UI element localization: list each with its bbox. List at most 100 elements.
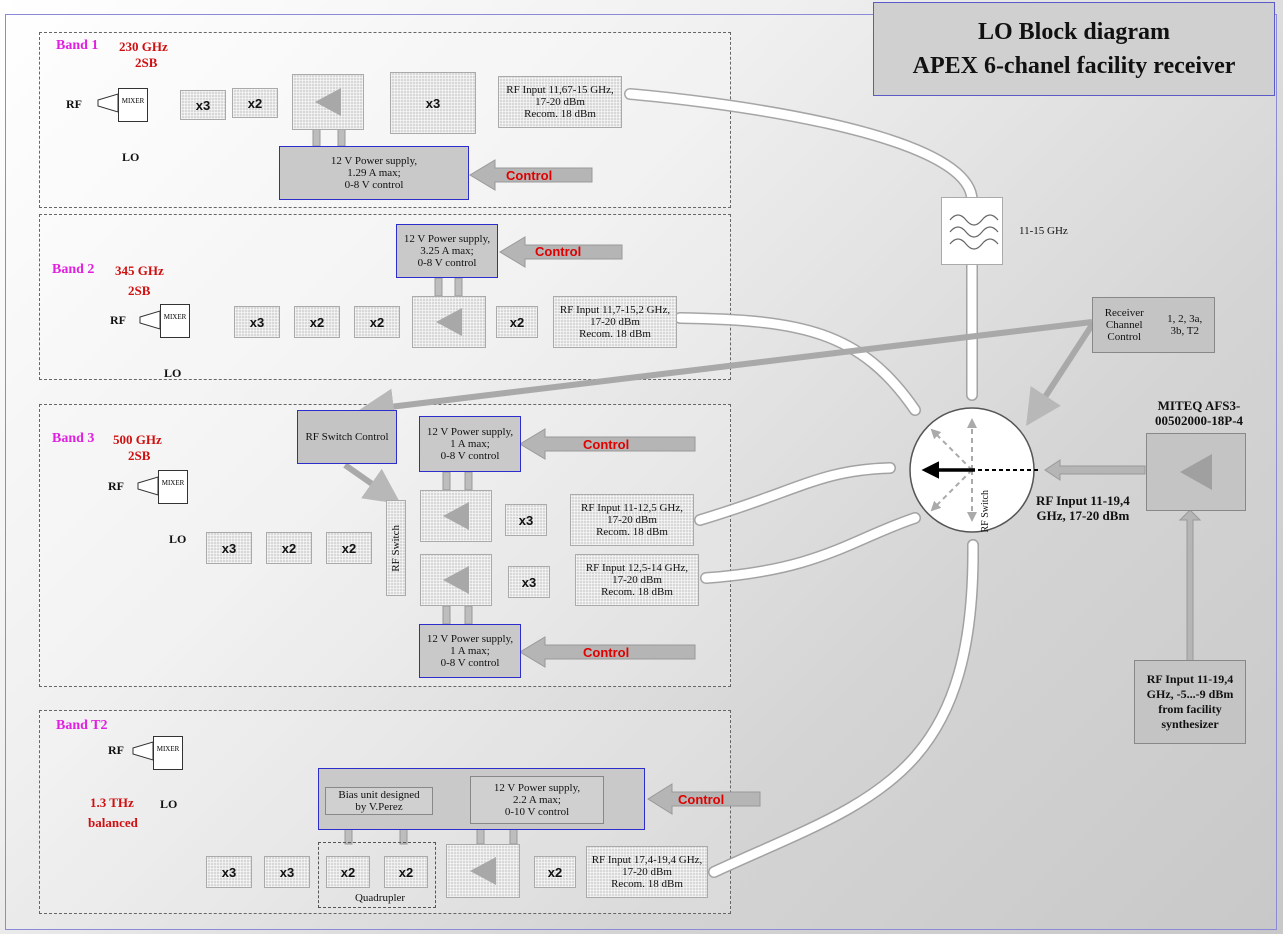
mult-label: x3 bbox=[221, 864, 237, 880]
rf-input-line: 17-20 dBm bbox=[535, 96, 585, 108]
power-line: 0-8 V control bbox=[417, 257, 477, 269]
switch-input-line: RF Input 11-19,4 bbox=[1036, 493, 1130, 508]
band-3-rf-label: RF bbox=[108, 479, 124, 493]
power-line: 0-8 V control bbox=[440, 657, 500, 669]
band-3-mult-c: x2 bbox=[326, 532, 372, 564]
band-t2-rf-label: RF bbox=[108, 743, 124, 757]
power-line: 12 V Power supply, bbox=[493, 782, 581, 794]
power-line: 3.25 A max; bbox=[420, 245, 474, 257]
band-2-mixer: MIXER bbox=[160, 304, 190, 338]
power-line: 12 V Power supply, bbox=[426, 633, 514, 645]
band-3-mult-e: x3 bbox=[508, 566, 550, 598]
receiver-line: Control bbox=[1107, 331, 1142, 343]
power-line: 0-8 V control bbox=[440, 450, 500, 462]
rf-input-line: Recom. 18 dBm bbox=[596, 526, 668, 538]
band-3-rf-switch: RF Switch bbox=[386, 500, 406, 596]
mult-label: x2 bbox=[340, 864, 356, 880]
receiver-line: 1, 2, 3a, bbox=[1167, 313, 1203, 325]
rf-input-line: 17-20 dBm bbox=[590, 316, 640, 328]
band-t2-power-supply: 12 V Power supply,2.2 A max;0-10 V contr… bbox=[470, 776, 604, 824]
filter-label: 11-15 GHz bbox=[1019, 225, 1068, 237]
mixer-label: MIXER bbox=[121, 97, 145, 105]
band-3-lo-label: LO bbox=[169, 532, 187, 546]
mult-label: x2 bbox=[341, 540, 357, 556]
mixer-label: MIXER bbox=[161, 479, 185, 487]
synth-line: GHz, -5...-9 dBm bbox=[1146, 687, 1234, 701]
title-line-2: APEX 6-chanel facility receiver bbox=[912, 53, 1236, 79]
mult-label: x3 bbox=[221, 540, 237, 556]
mult-label: x2 bbox=[281, 540, 297, 556]
band-3-rf-switch-label: RF Switch bbox=[390, 524, 402, 572]
synth-line: RF Input 11-19,4 bbox=[1146, 672, 1234, 686]
mult-label: x2 bbox=[547, 864, 563, 880]
band-3-freq: 500 GHz bbox=[113, 432, 162, 447]
power-line: 12 V Power supply, bbox=[426, 426, 514, 438]
mult-label: x3 bbox=[195, 97, 211, 113]
facility-synth-box: RF Input 11-19,4 GHz, -5...-9 dBm from f… bbox=[1134, 660, 1246, 744]
synth-line: from facility bbox=[1158, 702, 1222, 716]
title-line-1: LO Block diagram bbox=[977, 19, 1170, 45]
band-3-power-supply-top: 12 V Power supply,1 A max;0-8 V control bbox=[419, 416, 521, 472]
power-line: 1 A max; bbox=[450, 438, 490, 450]
band-2-rf-label: RF bbox=[110, 313, 126, 327]
band-t2-mult-e: x2 bbox=[534, 856, 576, 888]
band-3-mult-b: x2 bbox=[266, 532, 312, 564]
title-box: LO Block diagram APEX 6-chanel facility … bbox=[873, 2, 1275, 96]
rf-input-line: Recom. 18 dBm bbox=[524, 108, 596, 120]
miteq-to-switch-arrow bbox=[1044, 459, 1146, 481]
band-t2-mult-b: x3 bbox=[264, 856, 310, 888]
band-3-mode: 2SB bbox=[128, 448, 151, 463]
band-t2-freq: 1.3 THz bbox=[90, 795, 134, 810]
control-arrow-t2 bbox=[647, 783, 761, 815]
band-1-mixer: MIXER bbox=[118, 88, 148, 122]
band-1-lo-label: LO bbox=[122, 150, 140, 164]
miteq-amplifier bbox=[1146, 433, 1246, 511]
bandpass-filter bbox=[941, 197, 1003, 265]
miteq-line: 00502000-18P-4 bbox=[1154, 413, 1244, 428]
mult-label: x2 bbox=[247, 95, 263, 111]
band-1-mode: 2SB bbox=[135, 55, 158, 70]
band-2-mult-d: x2 bbox=[496, 306, 538, 338]
feed-t2 bbox=[708, 539, 980, 878]
mult-label: x2 bbox=[398, 864, 414, 880]
miteq-title: MITEQ AFS3- 00502000-18P-4 bbox=[1140, 398, 1258, 428]
band-3-amplifier-b bbox=[420, 554, 492, 606]
mult-label: x3 bbox=[521, 574, 537, 590]
band-3-control-top-label: Control bbox=[583, 437, 630, 452]
rf-input-line: Recom. 18 dBm bbox=[601, 586, 673, 598]
band-t2-mult-d: x2 bbox=[384, 856, 428, 888]
band-2-mode: 2SB bbox=[128, 283, 151, 298]
band-t2-mode: balanced bbox=[88, 815, 138, 830]
power-line: 0-10 V control bbox=[504, 806, 570, 818]
receiver-line: 3b, T2 bbox=[1170, 325, 1199, 337]
control-arrow-band3-bottom bbox=[519, 636, 696, 668]
band-3-power-supply-bottom: 12 V Power supply,1 A max;0-8 V control bbox=[419, 624, 521, 678]
band-3-control-bottom-label: Control bbox=[583, 645, 630, 660]
band-t2-lo-label: LO bbox=[160, 797, 178, 811]
band-1-mult-a: x3 bbox=[180, 90, 226, 120]
rf-input-line: RF Input 11,67-15 GHz, bbox=[506, 84, 614, 96]
band-1-name: Band 1 bbox=[56, 38, 99, 53]
band-2-freq: 345 GHz bbox=[115, 263, 164, 278]
mult-label: x3 bbox=[518, 512, 534, 528]
mult-label: x2 bbox=[509, 314, 525, 330]
band-1-rf-label: RF bbox=[66, 97, 82, 111]
band-t2-quadrupler-label: Quadrupler bbox=[354, 892, 406, 904]
mult-label: x3 bbox=[425, 95, 441, 111]
band-t2-name: Band T2 bbox=[56, 718, 108, 733]
power-line: 12 V Power supply, bbox=[403, 233, 491, 245]
diagram-frame bbox=[5, 14, 1277, 930]
control-arrow-band2 bbox=[499, 236, 623, 268]
band-t2-amplifier bbox=[446, 844, 520, 898]
band-1-amplifier bbox=[292, 74, 364, 130]
rf-input-line: RF Input 11-12,5 GHz, bbox=[581, 502, 683, 514]
receiver-line: Receiver bbox=[1104, 307, 1144, 319]
band-2-lo-label: LO bbox=[164, 366, 182, 380]
band-t2-mixer: MIXER bbox=[153, 736, 183, 770]
band-3-mult-a: x3 bbox=[206, 532, 252, 564]
